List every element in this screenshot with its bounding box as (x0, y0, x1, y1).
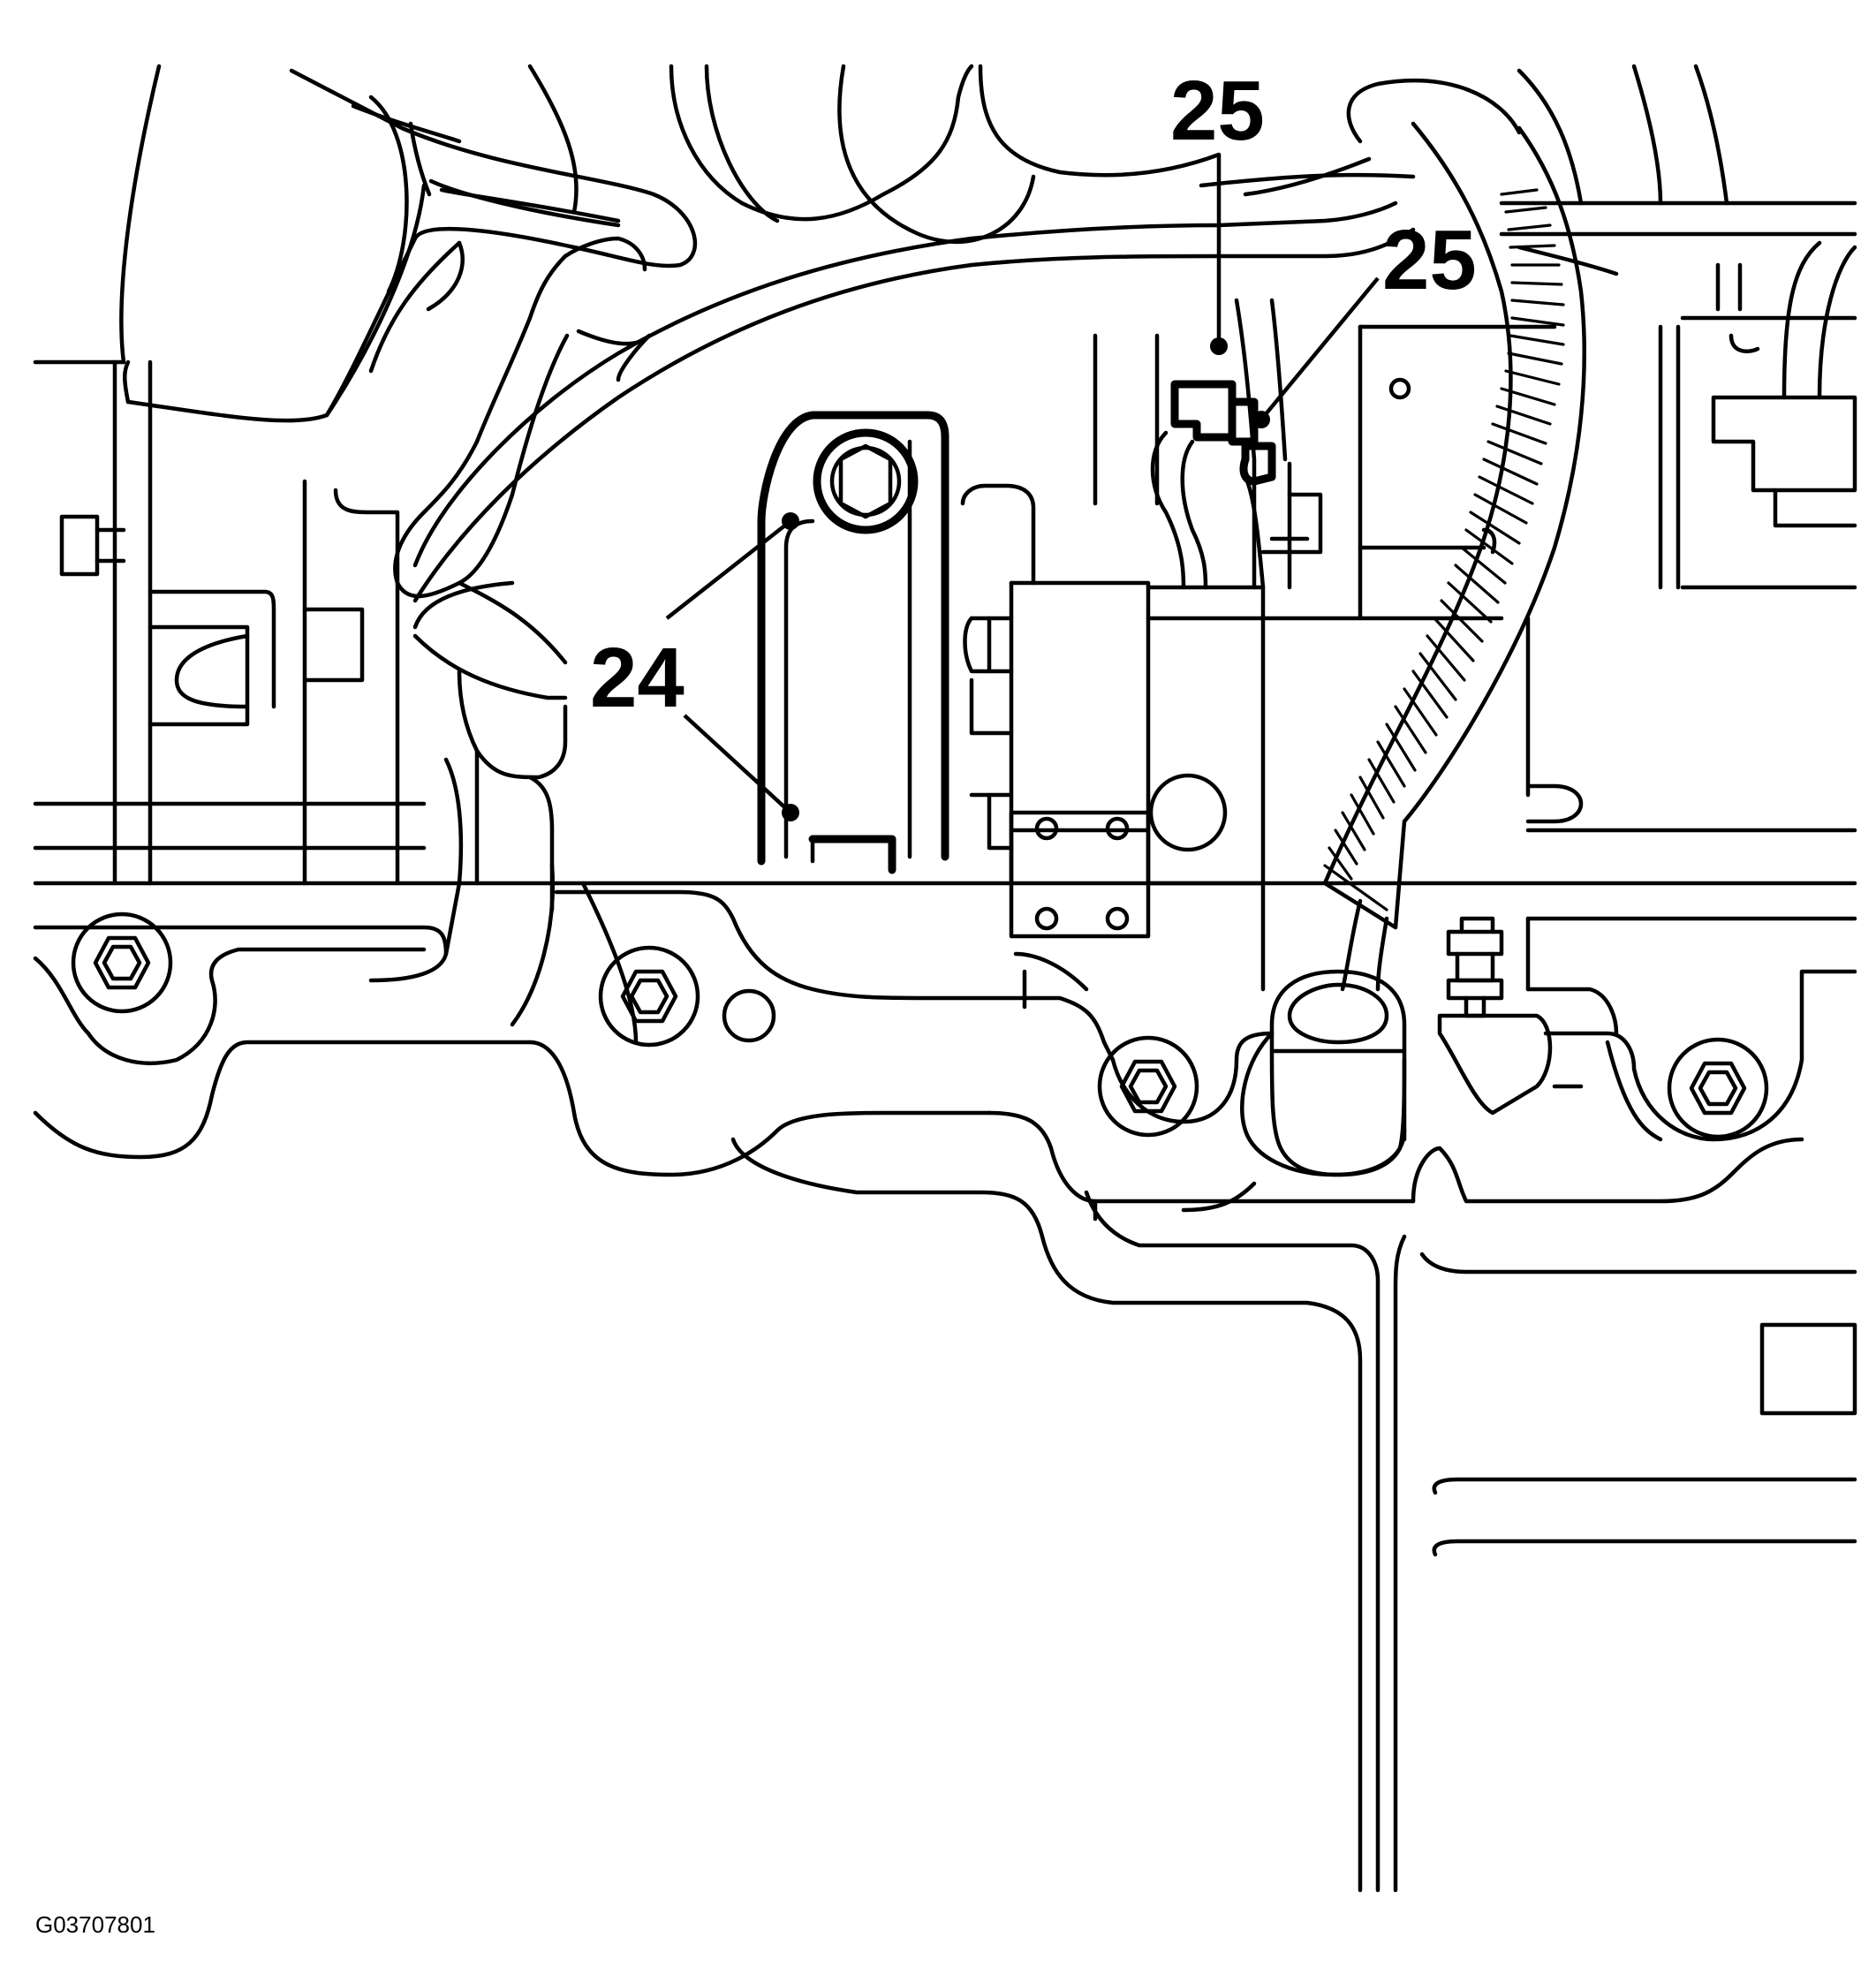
pan-clip (1437, 916, 1553, 1116)
left-housing (33, 359, 1857, 886)
callout-25-right-dot (1252, 411, 1270, 428)
callout-25-top: 25 (1170, 64, 1265, 355)
callout-24-dot-upper (782, 512, 799, 530)
wire-harness-right (1322, 121, 1586, 992)
pan-bolts (71, 912, 1769, 1177)
callout-25-right-leader (1259, 276, 1380, 421)
callout-24-leader-lower (683, 714, 792, 814)
pan-bolt-2 (598, 945, 776, 1048)
pan-bolt-3 (1097, 1035, 1199, 1138)
pan-bolt-1 (71, 912, 173, 1014)
callout-25-right-label: 25 (1382, 213, 1477, 307)
pan-bolt-4 (1667, 1037, 1769, 1139)
solenoid-block (960, 483, 1504, 992)
oil-pan (33, 881, 1857, 1893)
callout-24-leader-upper (665, 519, 792, 620)
large-hose (123, 68, 697, 423)
harness-connector (1093, 298, 1323, 590)
callout-24-label: 24 (590, 631, 685, 725)
callout-24: 24 (590, 512, 799, 821)
vent-tube (393, 236, 652, 665)
callout-25-top-dot (1210, 337, 1228, 355)
callout-25-top-label: 25 (1170, 64, 1265, 158)
callout-24-dot-lower (782, 804, 799, 821)
dipstick-tube-fitting (1269, 969, 1407, 1177)
figure-id: G03707801 (35, 1911, 155, 1938)
center-bracket (757, 411, 949, 874)
fill-tube (368, 669, 568, 1027)
right-housing (1358, 240, 1857, 992)
callout-25-right: 25 (1252, 213, 1477, 428)
wire-harness-main (412, 156, 1416, 603)
